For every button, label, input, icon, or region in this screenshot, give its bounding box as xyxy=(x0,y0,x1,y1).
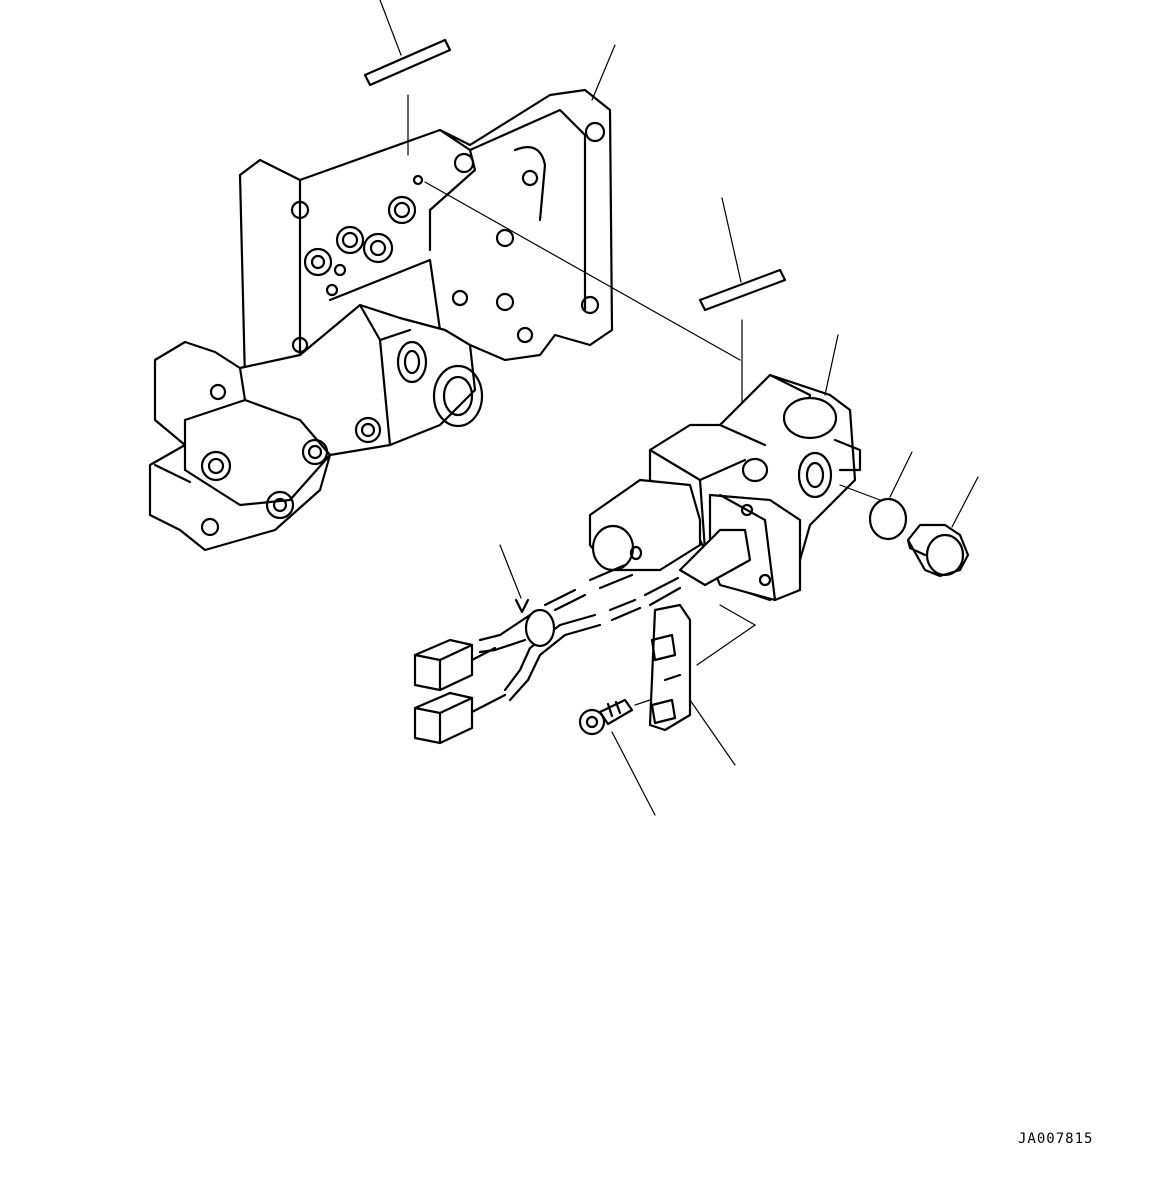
leader-line-solenoid xyxy=(824,334,839,396)
label-tag-right xyxy=(698,197,787,416)
valve-block xyxy=(148,303,484,552)
leader-line-o-ring xyxy=(889,451,913,498)
leader-line-plate xyxy=(591,44,616,101)
bolt xyxy=(578,698,656,816)
solenoid-valve-assembly xyxy=(588,373,881,602)
bracket-plate xyxy=(648,603,757,766)
label-tag-upper xyxy=(363,0,452,156)
wire-harness xyxy=(413,544,682,745)
o-ring xyxy=(868,497,908,541)
plug xyxy=(906,476,979,578)
drawing-code: JA007815 xyxy=(1018,1131,1094,1147)
alignment-line xyxy=(424,181,741,361)
